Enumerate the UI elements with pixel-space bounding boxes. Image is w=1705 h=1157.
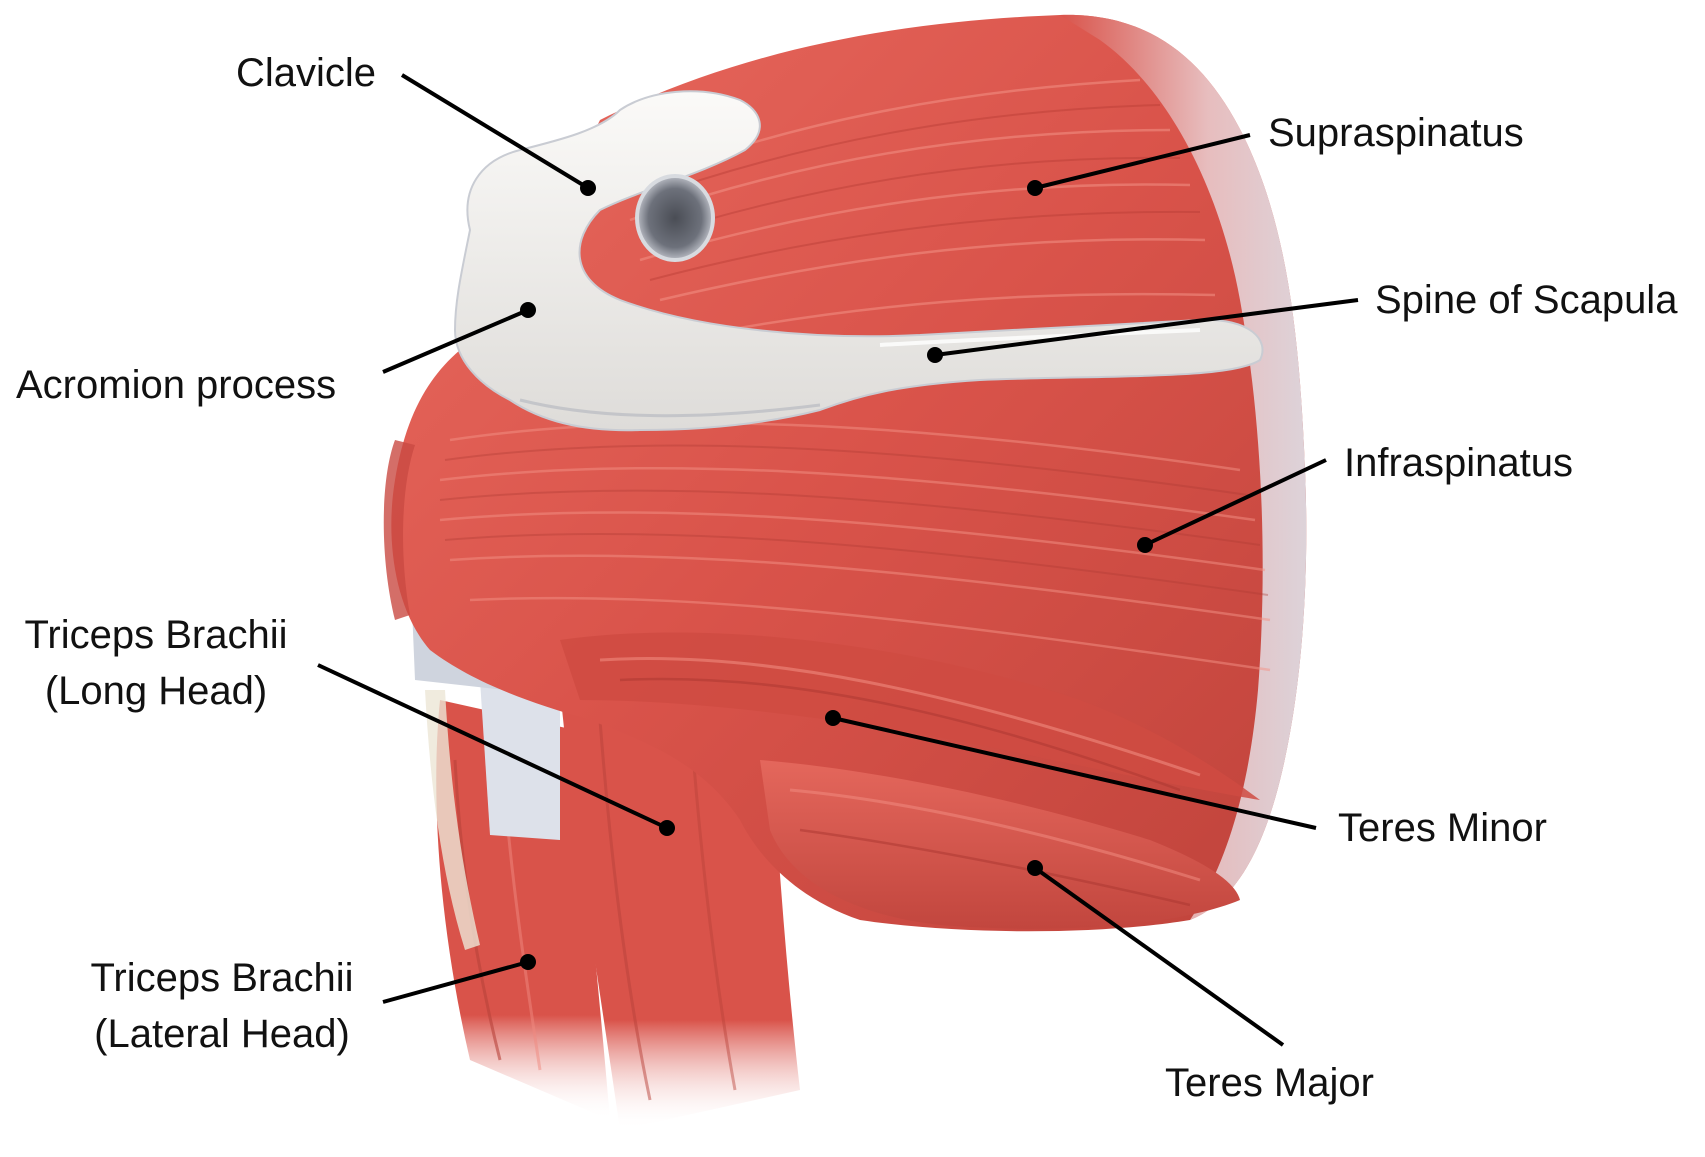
pointer-dot-clavicle — [580, 180, 596, 196]
label-clavicle: Clavicle — [236, 45, 376, 101]
label-teres-major: Teres Major — [1165, 1055, 1374, 1111]
label-infraspinatus: Infraspinatus — [1344, 435, 1573, 491]
pointer-dot-spine-of-scapula — [927, 347, 943, 363]
pointer-dot-acromion — [520, 302, 536, 318]
pointer-dot-triceps-lateral — [520, 954, 536, 970]
label-spine-of-scapula: Spine of Scapula — [1375, 272, 1677, 328]
label-supraspinatus: Supraspinatus — [1268, 105, 1524, 161]
label-triceps-long-line2: (Long Head) — [16, 663, 296, 719]
pointer-dot-triceps-long — [659, 820, 675, 836]
label-triceps-brachii-long-head: Triceps Brachii (Long Head) — [16, 607, 296, 719]
label-acromion-process: Acromion process — [16, 357, 336, 413]
pointer-dot-supraspinatus — [1027, 180, 1043, 196]
label-teres-minor: Teres Minor — [1338, 800, 1547, 856]
label-triceps-brachii-lateral-head: Triceps Brachii (Lateral Head) — [72, 950, 372, 1062]
pointer-dot-teres-major — [1027, 860, 1043, 876]
label-triceps-long-line1: Triceps Brachii — [16, 607, 296, 663]
pointer-dot-infraspinatus — [1137, 537, 1153, 553]
label-triceps-lateral-line2: (Lateral Head) — [72, 1006, 372, 1062]
pointer-dot-teres-minor — [825, 710, 841, 726]
label-triceps-lateral-line1: Triceps Brachii — [72, 950, 372, 1006]
